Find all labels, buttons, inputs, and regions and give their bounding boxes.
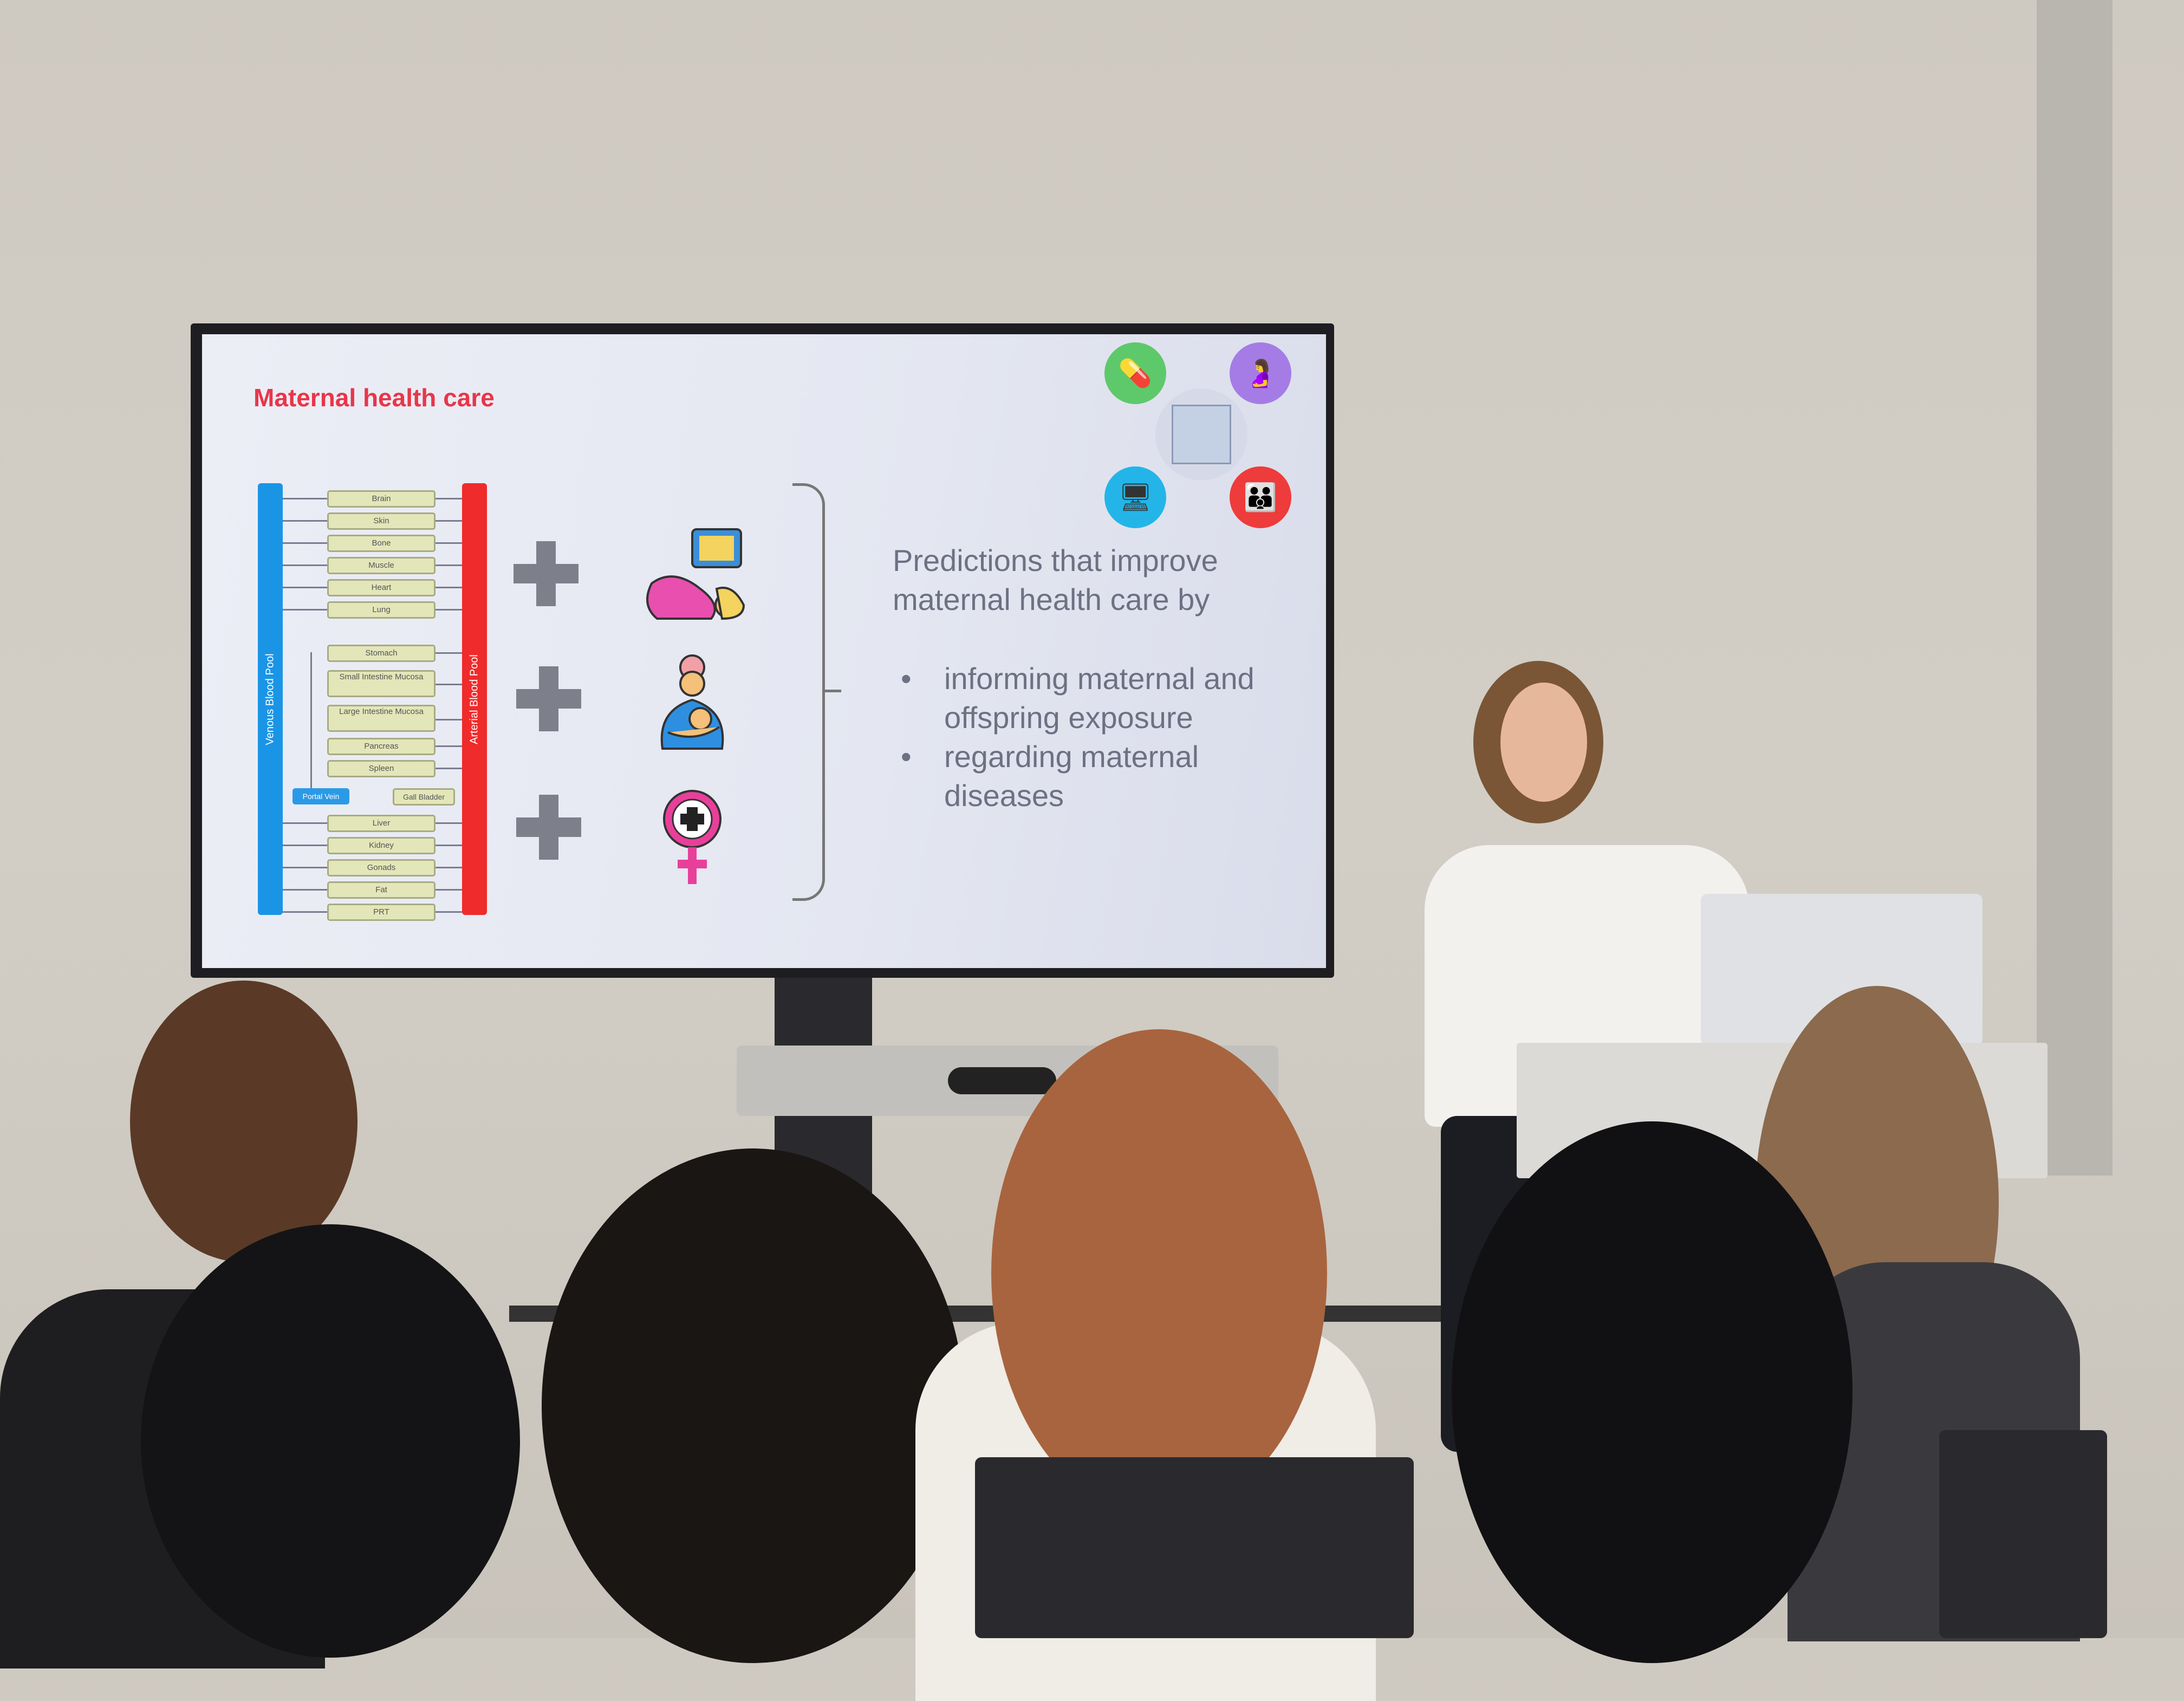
audience-head — [130, 981, 358, 1262]
venous-label: Venous Blood Pool — [264, 653, 276, 745]
presentation-slide: Maternal health care Venous Blood Pool A… — [202, 334, 1326, 968]
medicine-icon: 💊 — [1104, 342, 1166, 404]
organ-box: Brain — [327, 490, 435, 508]
organ-box: Pancreas — [327, 738, 435, 755]
wall-pillar — [2037, 0, 2112, 1176]
portal-vein-box: Portal Vein — [292, 788, 349, 804]
plus-icon — [514, 541, 578, 606]
audience-hair — [991, 1029, 1327, 1517]
monitor-icon: 🖥 — [1104, 466, 1166, 528]
organ-box: PRT — [327, 904, 435, 921]
bullet-list: informing maternal and offspring exposur… — [901, 659, 1312, 815]
organ-box: Spleen — [327, 760, 435, 777]
bullet-item: informing maternal and offspring exposur… — [901, 659, 1312, 737]
plus-icon — [516, 795, 581, 860]
organ-box: Bone — [327, 535, 435, 552]
connector — [435, 768, 462, 769]
audience-head — [1452, 1121, 1852, 1663]
organ-box: Heart — [327, 579, 435, 596]
body-figure-icon — [1172, 405, 1231, 464]
pregnancy-ultrasound-icon — [646, 528, 745, 620]
audience-head — [141, 1224, 520, 1658]
connector — [435, 719, 462, 720]
organ-box: Muscle — [327, 557, 435, 574]
pregnant-person-icon: 🤰 — [1230, 342, 1291, 404]
venous-blood-pool: Venous Blood Pool — [258, 483, 283, 915]
connector — [435, 652, 462, 654]
arterial-label: Arterial Blood Pool — [468, 654, 480, 744]
connector — [435, 745, 462, 747]
organ-box: Skin — [327, 512, 435, 530]
female-health-icon — [663, 790, 722, 884]
slide-title: Maternal health care — [253, 384, 495, 412]
presenter-face — [1500, 683, 1587, 802]
right-brace — [792, 483, 825, 901]
organ-box: Gonads — [327, 859, 435, 877]
organ-box: Liver — [327, 815, 435, 832]
arterial-blood-pool: Arterial Blood Pool — [462, 483, 487, 915]
gall-bladder-box: Gall Bladder — [393, 788, 455, 806]
bullet-item: regarding maternal diseases — [901, 737, 1312, 815]
slide-body-text: Predictions that improve maternal health… — [893, 543, 1218, 616]
organ-box: Stomach — [327, 645, 435, 662]
brace-tip — [825, 690, 841, 692]
camera-bar — [948, 1067, 1056, 1094]
connector — [435, 684, 462, 685]
breastfeeding-icon — [660, 654, 724, 750]
portal-connector — [310, 652, 312, 788]
organ-box: Kidney — [327, 837, 435, 854]
chair — [975, 1457, 1414, 1638]
family-icon: 👪 — [1230, 466, 1291, 528]
audience-head — [542, 1148, 964, 1663]
organ-box: Fat — [327, 881, 435, 899]
organ-box: Large Intestine Mucosa — [327, 705, 435, 732]
organ-box: Small Intestine Mucosa — [327, 670, 435, 697]
chair — [1939, 1430, 2107, 1638]
organ-box: Lung — [327, 601, 435, 619]
plus-icon — [516, 666, 581, 731]
